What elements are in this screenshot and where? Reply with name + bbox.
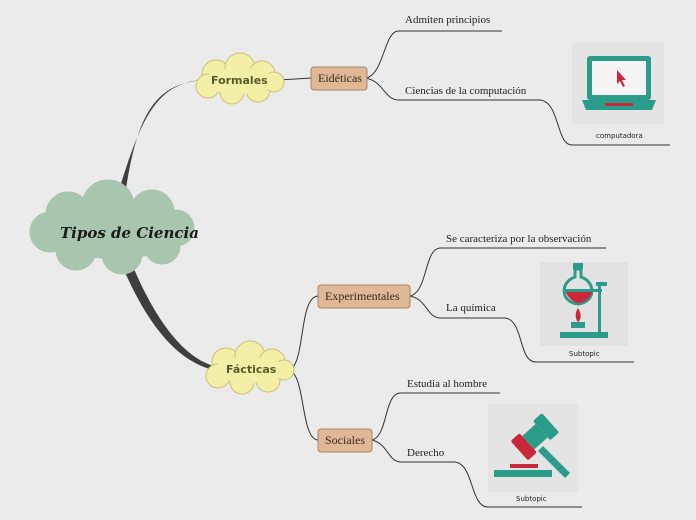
connector-facticas-sociales <box>287 369 319 441</box>
leaf-se-caracteriza[interactable]: Se caracteriza por la observación <box>446 233 592 245</box>
experimentales-box <box>317 284 411 309</box>
formales-label[interactable]: Formales <box>211 74 268 87</box>
connector-eideticas-admiten <box>365 30 502 79</box>
gavel-icon <box>494 413 570 478</box>
experimentales-label[interactable]: Experimentales <box>325 289 400 303</box>
connector-sociales-derecho <box>371 439 582 508</box>
leaf-derecho[interactable]: Derecho <box>407 447 445 459</box>
sociales-box <box>317 428 373 453</box>
leaf-admiten-principios[interactable]: Admiten principios <box>405 14 491 26</box>
connector-experimentales-caracteriza <box>409 247 606 297</box>
connector-eideticas-ciencias <box>365 77 670 146</box>
sociales-label[interactable]: Sociales <box>325 433 365 447</box>
eideticas-box <box>310 66 368 91</box>
eideticas-label[interactable]: Eidéticas <box>318 71 362 85</box>
leaf-la-quimica[interactable]: La química <box>446 302 496 314</box>
facticas-label[interactable]: Fácticas <box>226 363 277 376</box>
derecho-image-caption[interactable]: Subtopic <box>516 495 547 503</box>
connector-experimentales-quimica <box>409 295 634 363</box>
root-cloud <box>29 179 195 275</box>
leaf-estudia-al-hombre[interactable]: Estudia al hombre <box>407 378 488 390</box>
root-label[interactable]: Tipos de Ciencia <box>60 224 199 242</box>
connector-facticas-experimentales <box>287 295 319 371</box>
connector-sociales-estudia <box>371 392 500 441</box>
branch-connector-formales <box>116 80 200 202</box>
leaf-ciencias-computacion[interactable]: Ciencias de la computación <box>405 85 527 97</box>
computadora-caption[interactable]: computadora <box>596 132 643 140</box>
flask-burner-icon <box>560 263 608 338</box>
laptop-icon <box>582 56 656 110</box>
quimica-image-caption[interactable]: Subtopic <box>569 350 600 358</box>
